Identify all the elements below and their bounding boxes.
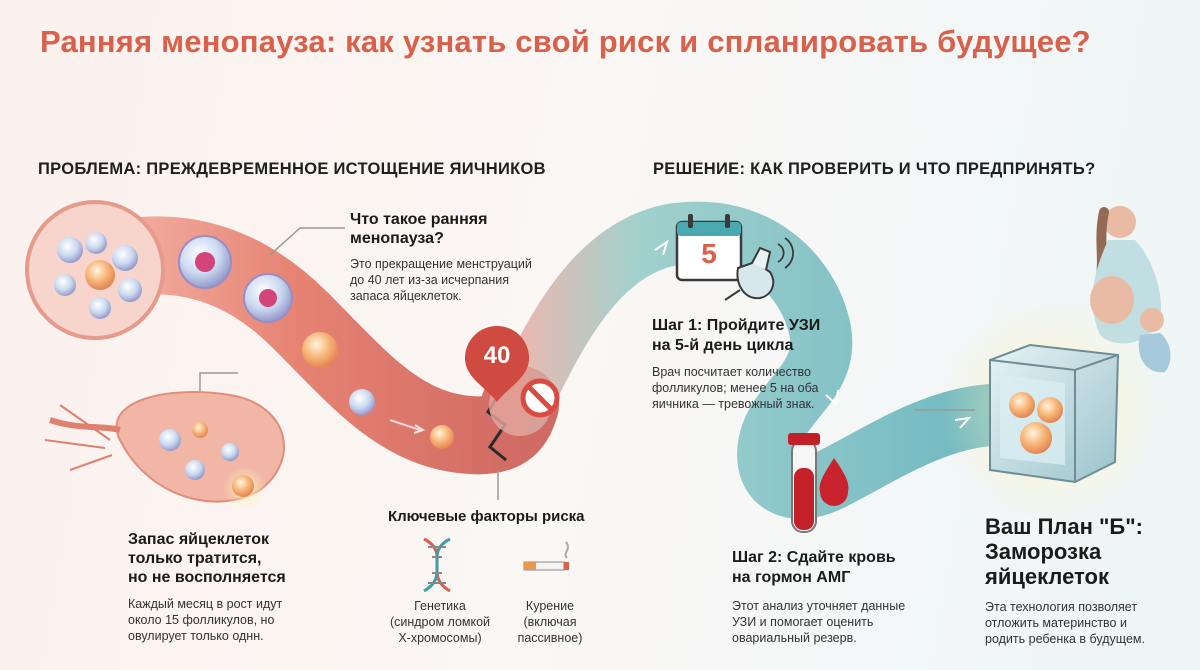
calendar-icon	[675, 214, 743, 282]
follicles-group	[54, 232, 142, 319]
prohibition-icon	[520, 378, 560, 418]
blood-drop-icon	[819, 458, 849, 506]
dna-icon	[423, 537, 451, 593]
step2-block: Шаг 2: Сдайте кровь на гормон АМГ Этот а…	[732, 548, 932, 646]
risk-factor-genetics: Генетика (синдром ломкой Х-хромосомы)	[389, 599, 491, 645]
what-is-text: Это прекращение менструаций до 40 лет из…	[350, 257, 532, 303]
solution-ribbon	[489, 201, 1021, 519]
page-title: Ранняя менопауза: как узнать свой риск и…	[40, 24, 1091, 59]
mother-child-illustration	[1090, 206, 1171, 373]
plan-b-heading: Ваш План "Б": Заморозка яйцеклеток	[985, 514, 1143, 589]
step1-text: Врач посчитает количество фолликулов; ме…	[652, 365, 819, 411]
reserve-text: Каждый месяц в рост идут около 15 фоллик…	[128, 597, 283, 643]
plan-b-block: Ваш План "Б": Заморозка яйцеклеток Эта т…	[985, 514, 1185, 647]
age-badge-label: 40	[483, 342, 511, 369]
solution-section-header: РЕШЕНИЕ: КАК ПРОВЕРИТЬ И ЧТО ПРЕДПРИНЯТЬ…	[653, 160, 1096, 178]
ultrasound-probe-icon	[724, 237, 794, 301]
risk-factors-heading: Ключевые факторы риска	[388, 508, 585, 525]
problem-section-header: ПРОБЛЕМА: ПРЕЖДЕВРЕМЕННОЕ ИСТОЩЕНИЕ ЯИЧН…	[38, 160, 546, 178]
cigarette-icon	[523, 541, 569, 571]
what-is-heading: Что такое ранняя менопауза?	[350, 211, 488, 247]
calendar-day-label: 5	[701, 238, 717, 269]
egg-2	[349, 389, 375, 415]
step1-heading: Шаг 1: Пройдите УЗИ на 5-й день цикла	[652, 317, 821, 354]
egg-1	[302, 332, 338, 368]
what-is-block: Что такое ранняя менопауза? Это прекраще…	[350, 210, 580, 304]
plan-b-text: Эта технология позволяет отложить матери…	[985, 600, 1145, 646]
cryo-storage-icon	[940, 300, 1160, 520]
blood-test-tube-icon	[788, 433, 820, 533]
reserve-heading: Запас яйцеклеток только тратится, но не …	[128, 531, 286, 586]
step2-text: Этот анализ уточняет данные УЗИ и помога…	[732, 599, 906, 645]
risk-factor-smoking: Курение (включая пассивное)	[517, 599, 583, 645]
ovary-illustration	[44, 391, 285, 510]
age-40-badge	[465, 326, 529, 402]
problem-ribbon	[31, 216, 559, 475]
egg-3	[430, 425, 454, 449]
step1-block: Шаг 1: Пройдите УЗИ на 5-й день цикла Вр…	[652, 316, 852, 412]
reserve-block: Запас яйцеклеток только тратится, но не …	[128, 530, 368, 644]
step2-heading: Шаг 2: Сдайте кровь на гормон АМГ	[732, 549, 896, 586]
